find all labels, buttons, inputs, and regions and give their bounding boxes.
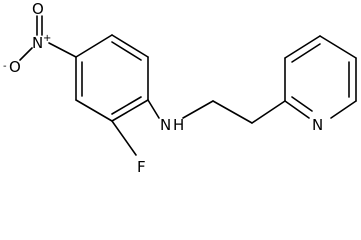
ring-inner-bond-b	[111, 96, 142, 115]
ethyl-bond	[212, 100, 253, 124]
pyridine-bond-n-c2	[284, 100, 310, 119]
pyridine-nitrogen-label: N	[312, 116, 323, 134]
ring-bond-c4-c5	[111, 99, 149, 122]
nitro-oxygen-double-label: O	[32, 0, 44, 18]
ring-inner-bond-a	[111, 41, 142, 61]
fluoro-bond	[111, 120, 137, 156]
aryl-amine-bond	[147, 99, 160, 119]
pyridine-bond-c6-n	[330, 100, 357, 119]
nitro-oxygen-charge: -	[3, 61, 7, 72]
molecule-structure: O N + - O F N H N	[3, 0, 357, 176]
nitro-n-ring-bond	[48, 42, 77, 58]
nitro-nitrogen-charge: +	[43, 33, 51, 44]
amine-hydrogen-label: H	[173, 116, 184, 134]
nitro-nitrogen-label: N	[32, 34, 43, 52]
pyridine-bond-c3-c4	[284, 35, 321, 59]
pyridine-inner-bond-c	[291, 96, 313, 112]
nitro-oxygen-single-label: O	[9, 58, 21, 76]
amine-nitrogen-label: N	[160, 116, 171, 134]
ring-bond-c1-c2	[75, 34, 113, 58]
pyridine-inner-bond-a	[291, 43, 321, 63]
nitro-n-o-single-bond	[19, 47, 33, 61]
ring-bond-c5-c6	[75, 99, 113, 122]
bond-lines	[19, 15, 357, 156]
fluorine-label: F	[137, 158, 146, 176]
ethyl-pyridine-bond	[251, 100, 286, 124]
pyridine-bond-c4-c5	[319, 35, 357, 59]
ring-bond-c2-c3	[111, 34, 149, 58]
amine-ethyl-bond	[182, 100, 214, 119]
